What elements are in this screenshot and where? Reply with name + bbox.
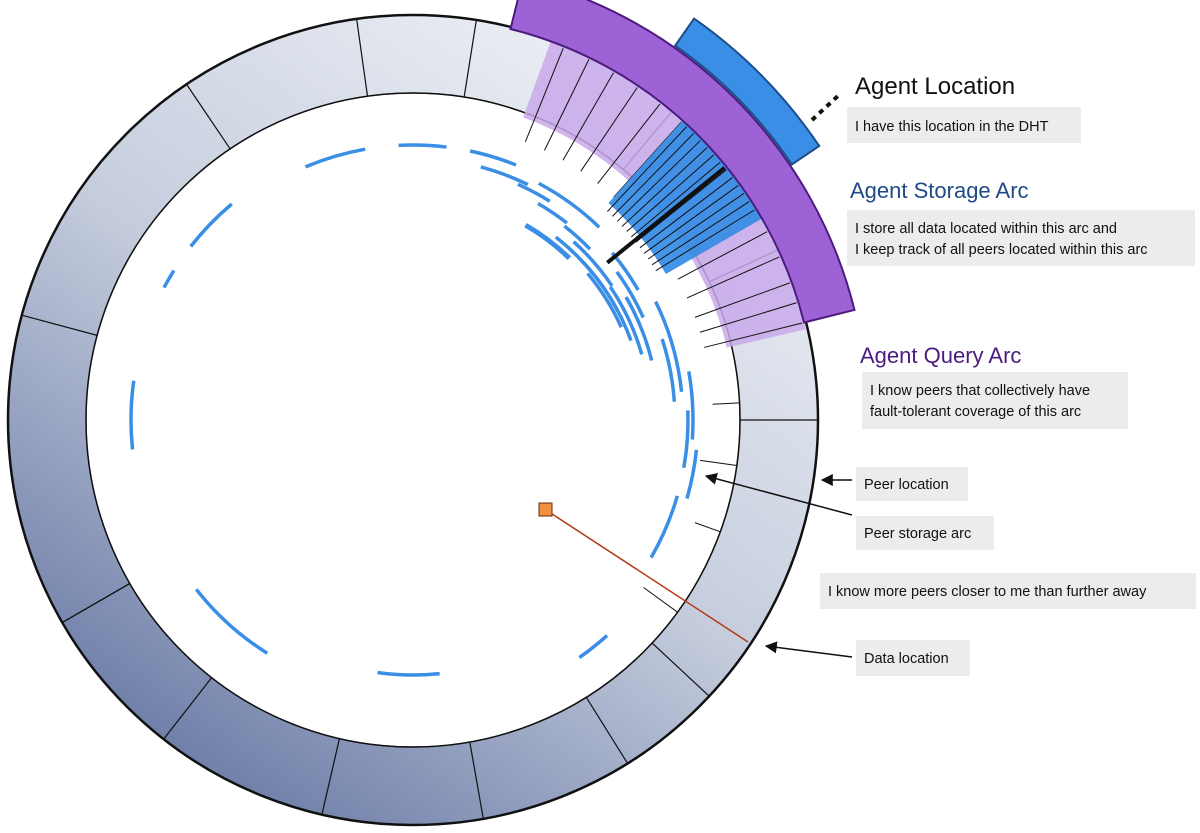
peer-storage-arc: [610, 251, 640, 291]
data-location-line: [545, 509, 749, 643]
storage-arc-note-line2: I keep track of all peers located within…: [855, 242, 1148, 258]
peer-storage-arc: [480, 165, 529, 187]
peer-location-line: [712, 402, 740, 405]
storage-arc-note-line1: I store all data located within this arc…: [855, 221, 1117, 237]
agent-location-dashed-connector: [810, 92, 842, 122]
peer-storage-arc-arrow: [704, 472, 853, 516]
peer-storage-arc: [563, 224, 592, 251]
peer-storage-arc-note-box: [856, 516, 994, 550]
data-location-note-box: [856, 640, 970, 676]
ring-segment-divider: [651, 642, 710, 697]
agent-location-note: I have this location in the DHT: [855, 119, 1049, 135]
storage-arc-peer-line: [607, 126, 687, 212]
ring-segment-divider: [61, 582, 131, 624]
ring-segment-divider: [356, 18, 369, 97]
peer-storage-arc: [517, 182, 551, 203]
query-arc-peer-line: [686, 256, 780, 299]
peer-storage-arc: [660, 338, 677, 402]
storage-arc-peer-line: [655, 209, 755, 272]
peer-location-line: [694, 522, 721, 533]
peer-storage-arc: [469, 149, 517, 167]
data-location-arrow: [764, 641, 853, 658]
storage-arc-peer-line: [651, 201, 750, 266]
peer-storage-arc-label: Peer storage arc: [864, 526, 971, 542]
ring-segment-divider: [163, 677, 213, 740]
query-arc-note-line1: I know peers that collectively have: [870, 383, 1090, 399]
ring-segment-divider: [21, 314, 98, 336]
peer-location-lines: [643, 402, 740, 613]
ring-segment-divider: [463, 19, 477, 98]
storage-arc-peer-line: [616, 140, 701, 222]
peer-storage-arc: [615, 270, 645, 319]
query-arc-peer-line: [544, 59, 590, 151]
peer-storage-arc: [685, 449, 699, 500]
agent-location-line: [606, 166, 726, 265]
peer-location-line: [643, 587, 678, 613]
storage-arc-peer-line: [612, 133, 694, 217]
peer-storage-arc: [524, 222, 572, 260]
peer-storage-arc: [654, 300, 684, 392]
data-location-label: Data location: [864, 651, 949, 667]
peer-storage-arc: [687, 371, 695, 440]
storage-arc-peer-line: [621, 147, 708, 227]
query-arc-peer-line: [580, 87, 638, 172]
peer-storage-arc: [578, 257, 633, 342]
peer-storage-arc: [624, 296, 654, 361]
query-arc-peer-line: [562, 72, 614, 161]
storage-arc-peer-line: [626, 154, 715, 232]
peer-storage-arc: [189, 202, 233, 248]
ring-segment-divider: [469, 741, 484, 819]
peer-location-note-box: [856, 467, 968, 501]
peer-storage-arc: [586, 272, 623, 328]
agent-location-title: Agent Location: [855, 73, 1015, 100]
peer-storage-arc: [304, 147, 366, 169]
agent-query-arc: [509, 0, 856, 324]
data-location-marker: [538, 502, 553, 517]
peer-storage-arc: [129, 380, 136, 450]
peer-storage-arc: [572, 240, 614, 287]
query-arc-title: Agent Query Arc: [860, 343, 1021, 368]
storage-arc-note-box: [847, 210, 1195, 266]
peer-storage-arc: [578, 634, 609, 659]
peer-storage-arc: [682, 410, 690, 469]
storage-arc-peer-line: [647, 193, 745, 260]
peer-storage-arcs: [129, 143, 699, 677]
query-arc-peer-line: [703, 322, 803, 348]
ring-segment-divider: [321, 738, 341, 815]
peer-storage-arc: [649, 495, 680, 559]
peer-storage-arc: [537, 181, 601, 229]
query-arc-peer-line: [524, 48, 564, 143]
agent-location-note-box: [847, 107, 1081, 143]
peer-location-line: [700, 459, 737, 467]
peer-location-label: Peer location: [864, 477, 949, 493]
storage-arc-peer-lines: [607, 126, 755, 272]
ring-segment-divider: [186, 83, 231, 150]
agent-storage-arc: [673, 17, 821, 166]
storage-arc-peer-line: [635, 169, 727, 243]
storage-arc-peer-line: [631, 161, 721, 238]
storage-arc-peer-line: [643, 185, 739, 254]
closer-peers-note-box: [820, 573, 1196, 609]
storage-arc-peer-line: [639, 177, 733, 249]
peer-storage-arc: [377, 670, 440, 677]
peer-storage-arc: [537, 201, 568, 225]
ring-segment-divider: [585, 696, 629, 764]
query-arc-peer-line: [597, 103, 661, 184]
query-arc-note-box: [862, 372, 1128, 429]
query-arc-peer-line: [699, 302, 797, 333]
closer-peers-note: I know more peers closer to me than furt…: [828, 584, 1147, 600]
query-arc-note-line2: fault-tolerant coverage of this arc: [870, 404, 1081, 420]
peer-storage-arc: [194, 588, 269, 655]
peer-storage-arc: [608, 285, 644, 355]
peer-storage-arc: [398, 143, 447, 149]
query-arc-peer-line: [694, 282, 790, 318]
peer-storage-arc: [162, 269, 176, 289]
storage-arc-title: Agent Storage Arc: [850, 178, 1029, 203]
query-arc-peer-line: [677, 231, 768, 280]
